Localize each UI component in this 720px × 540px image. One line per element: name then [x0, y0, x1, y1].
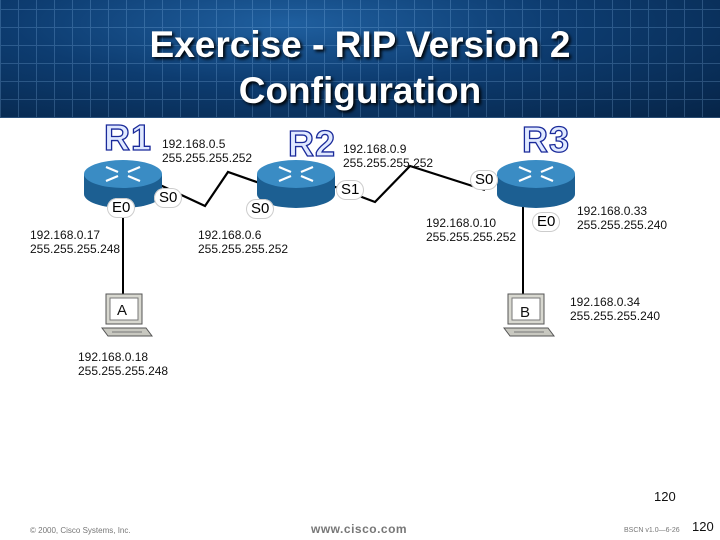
- title-line-1: Exercise - RIP Version 2: [149, 24, 571, 65]
- router-r2-icon[interactable]: [257, 160, 335, 208]
- port-r1-e0: E0: [107, 198, 136, 218]
- workstation-a-icon[interactable]: [101, 293, 153, 337]
- port-r3-s0: S0: [470, 170, 499, 190]
- host-a-label: A: [117, 302, 128, 319]
- copyright: © 2000, Cisco Systems, Inc.: [30, 526, 131, 535]
- router-r3-label: R3: [521, 119, 571, 160]
- port-r2-s1: S1: [336, 180, 365, 200]
- port-r3-e0: E0: [532, 212, 561, 232]
- router-r1-label: R1: [103, 117, 153, 158]
- port-r2-s0: S0: [246, 199, 275, 219]
- slide-title: Exercise - RIP Version 2 Configuration: [0, 22, 720, 114]
- host-b-label: B: [520, 304, 531, 321]
- workstation-b-icon[interactable]: [503, 293, 555, 337]
- router-r2-label: R2: [287, 123, 337, 164]
- course-code: BSCN v1.0—6-26: [624, 527, 680, 534]
- port-r1-s0: S0: [154, 188, 183, 208]
- slide-number-center: 120: [654, 489, 676, 504]
- website: www.cisco.com: [311, 522, 408, 536]
- page-number: 120: [692, 519, 714, 534]
- title-banner: Exercise - RIP Version 2 Configuration: [0, 0, 720, 118]
- router-r1-icon[interactable]: [84, 160, 162, 208]
- title-line-2: Configuration: [238, 70, 482, 111]
- router-r3-icon[interactable]: [497, 160, 575, 208]
- banner-grid-pattern: [0, 0, 720, 118]
- serial-link-r1-r2: [159, 170, 269, 208]
